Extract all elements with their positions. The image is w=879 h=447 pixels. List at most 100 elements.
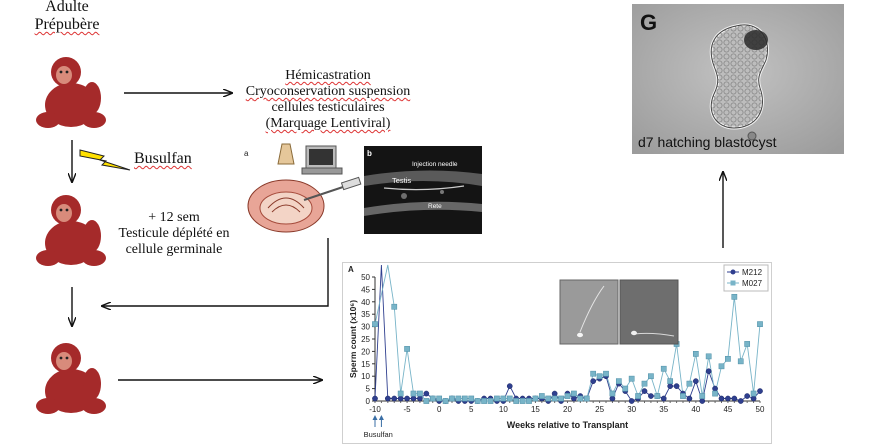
sperm-tail-1 xyxy=(579,285,605,333)
x-tick-label: 25 xyxy=(595,405,604,414)
data-point-m027 xyxy=(410,390,417,397)
data-point-m027 xyxy=(641,380,648,387)
data-point-m027 xyxy=(680,393,686,399)
data-point-m212 xyxy=(506,383,513,389)
data-point-m212 xyxy=(641,388,648,394)
busulfan-annotation: Busulfan xyxy=(364,430,393,439)
data-point-m212 xyxy=(686,395,693,402)
procedure-line3: cellules testiculaires xyxy=(271,100,385,115)
data-point-m027 xyxy=(423,398,430,404)
data-point-m027 xyxy=(660,365,667,372)
data-point-m027 xyxy=(538,393,545,399)
data-point-m212 xyxy=(609,395,616,402)
data-point-m027 xyxy=(532,395,539,402)
y-tick-label: 35 xyxy=(361,310,370,319)
data-point-m027 xyxy=(494,395,500,402)
data-point-m212 xyxy=(699,398,706,404)
data-point-m027 xyxy=(635,393,641,399)
data-point-m212 xyxy=(648,393,654,399)
data-point-m212 xyxy=(705,368,712,375)
data-point-m027 xyxy=(391,303,398,310)
busulfan-arrow-head xyxy=(378,415,384,420)
procedure-line4: (Marquage Lentiviral) xyxy=(265,116,391,131)
sperm-head-2 xyxy=(631,330,637,336)
procedure-line1: Hémicastration xyxy=(285,68,371,83)
data-point-m027 xyxy=(699,393,706,399)
data-point-m027 xyxy=(737,358,744,365)
legend-marker-m027 xyxy=(730,280,736,286)
data-point-m027 xyxy=(731,293,738,300)
data-point-m027 xyxy=(686,380,693,387)
depletion-text: + 12 sem Testicule déplété en cellule ge… xyxy=(108,210,240,258)
data-point-m027 xyxy=(417,390,423,397)
stage-label: Adulte Prépubère xyxy=(22,0,112,34)
monkey-icon-2 xyxy=(36,195,106,266)
x-tick-label: 50 xyxy=(756,405,765,414)
data-point-m027 xyxy=(583,395,590,402)
x-tick-label: 0 xyxy=(437,405,442,414)
y-tick-label: 45 xyxy=(361,285,370,294)
data-point-m027 xyxy=(615,378,622,385)
data-point-m212 xyxy=(718,395,725,402)
x-tick-label: 30 xyxy=(627,405,636,414)
data-point-m027 xyxy=(442,398,449,404)
data-point-m212 xyxy=(628,398,635,404)
y-tick-label: 5 xyxy=(366,385,371,394)
data-point-m027 xyxy=(481,398,487,404)
y-tick-label: 30 xyxy=(361,323,370,332)
x-tick-label: -10 xyxy=(369,405,381,414)
data-point-m027 xyxy=(564,393,571,399)
x-tick-label: 45 xyxy=(723,405,732,414)
data-point-m027 xyxy=(429,395,436,402)
data-point-m027 xyxy=(500,395,507,402)
data-point-m027 xyxy=(558,395,564,402)
data-point-m212 xyxy=(725,395,731,402)
x-tick-label: 35 xyxy=(659,405,668,414)
y-tick-label: 15 xyxy=(361,360,370,369)
needle-label: Injection needle xyxy=(412,161,458,168)
data-point-m027 xyxy=(551,395,558,402)
data-point-m027 xyxy=(513,398,520,404)
data-point-m027 xyxy=(667,378,674,385)
monkey-icon-1 xyxy=(36,57,106,128)
data-point-m027 xyxy=(372,321,378,327)
procedure-text: Hémicastration Cryoconservation suspensi… xyxy=(232,68,424,132)
legend-box xyxy=(723,264,769,292)
data-point-m212 xyxy=(667,383,674,389)
data-point-m212 xyxy=(737,398,744,404)
data-point-m212 xyxy=(744,393,751,399)
depletion-line3: cellule germinale xyxy=(125,242,223,257)
data-point-m027 xyxy=(744,341,751,347)
data-point-m027 xyxy=(590,370,597,377)
data-point-m027 xyxy=(718,363,725,370)
y-tick-label: 50 xyxy=(361,273,370,282)
data-point-m027 xyxy=(705,353,712,360)
data-point-m027 xyxy=(596,373,603,380)
data-point-m212 xyxy=(571,395,577,402)
data-point-m027 xyxy=(474,398,481,404)
data-point-m212 xyxy=(750,395,757,402)
data-point-m027 xyxy=(654,393,661,399)
rete-label: Rete xyxy=(428,203,442,210)
depletion-line2: Testicule déplété en xyxy=(118,226,230,241)
x-tick-label: 5 xyxy=(469,405,474,414)
chart-panel-letter: A xyxy=(348,265,354,274)
data-point-m212 xyxy=(673,383,680,389)
data-point-m212 xyxy=(731,395,738,402)
data-point-m212 xyxy=(757,388,763,394)
legend-label-m212: M212 xyxy=(742,268,763,277)
x-axis-label: Weeks relative to Transplant xyxy=(507,420,628,430)
data-point-m027 xyxy=(750,390,757,397)
y-tick-label: 25 xyxy=(361,335,370,344)
data-point-m027 xyxy=(571,390,577,397)
data-point-m212 xyxy=(372,395,378,402)
data-point-m027 xyxy=(545,395,552,402)
blastocyst-panel-letter: G xyxy=(640,10,657,35)
data-point-m027 xyxy=(609,390,616,397)
data-point-m212 xyxy=(404,395,410,402)
data-point-m027 xyxy=(622,385,629,392)
lightning-icon xyxy=(79,149,131,171)
data-point-m212 xyxy=(423,390,430,397)
data-point-m212 xyxy=(391,395,398,402)
